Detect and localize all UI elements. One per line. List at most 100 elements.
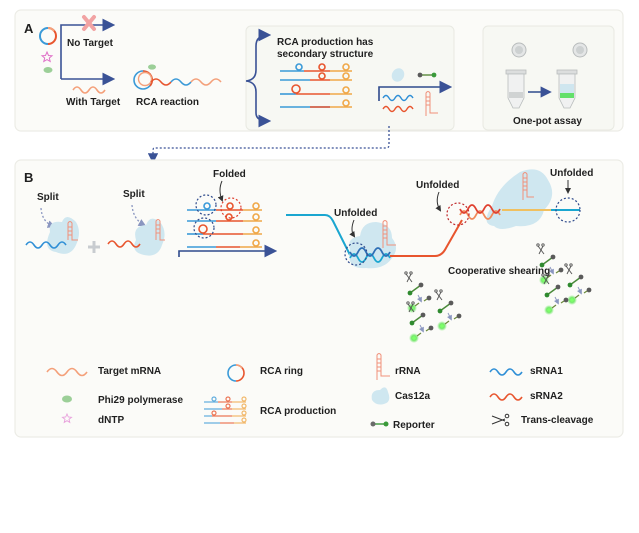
legend-cas12a: Cas12a (395, 391, 430, 402)
dashed-connector (147, 126, 390, 164)
legend-dntp-icon (61, 412, 73, 424)
reporter-cleavage-groups (404, 243, 592, 343)
reporter-cleavage-unit (434, 289, 462, 331)
reporter-intact (437, 300, 454, 314)
reporter-intact (567, 274, 584, 288)
legend-rca-production-icon (204, 396, 247, 424)
legend-srna1: sRNA1 (530, 366, 563, 377)
srna1-strand (286, 214, 351, 256)
reporter-cleavage-unit (564, 263, 592, 305)
rca-production-strands (280, 63, 352, 108)
reporter-cleaved (539, 267, 564, 285)
legend-srna2: sRNA2 (530, 391, 563, 402)
split-label-1: Split (37, 192, 59, 203)
panel-b: B Split Split Folded (14, 159, 624, 438)
dntp-icon (40, 50, 54, 63)
panel-a-label: A (24, 21, 34, 36)
cleave-arrow (548, 266, 554, 275)
folded-axis-arrow (178, 244, 278, 258)
plus-icon (88, 241, 100, 253)
reporter-intact (409, 312, 426, 326)
reporter-cleavage-unit (541, 273, 569, 315)
unfolded-label-2: Unfolded (416, 180, 459, 191)
legend-target-mrna: Target mRNA (98, 366, 161, 377)
no-target-label: No Target (67, 38, 114, 49)
reporter-intact (407, 282, 424, 296)
scissors-icon (406, 301, 415, 313)
legend-reporter: Reporter (393, 420, 435, 431)
cleave-arrow (553, 296, 559, 305)
phi29-polymerase-icon (43, 67, 53, 73)
legend-srna2-icon (489, 393, 523, 401)
unfolded-label-1: Unfolded (334, 208, 377, 219)
srna1-small (382, 94, 414, 102)
folded-label: Folded (213, 169, 246, 180)
reporter-cleaved (544, 297, 569, 315)
cleave-arrow (416, 294, 422, 303)
one-pot-label: One-pot assay (513, 116, 582, 127)
cleave-arrow (576, 286, 582, 295)
panel-b-box (14, 159, 624, 438)
legend-cas12a-icon (371, 387, 390, 405)
rrna-small-icon (425, 91, 438, 116)
srna2-split (107, 240, 141, 248)
reporter-intact (544, 284, 561, 298)
panel-b-label: B (24, 170, 33, 185)
duplex-1 (349, 247, 391, 263)
legend-rca-ring: RCA ring (260, 366, 303, 377)
scissors-icon (536, 243, 545, 255)
reporter-intact (539, 254, 556, 268)
reporter-cleavage-unit (536, 243, 564, 285)
legend-reporter-icon (370, 421, 389, 427)
legend-rrna-icon (376, 353, 390, 380)
scissors-icon (564, 263, 573, 275)
legend-phi29: Phi29 polymerase (98, 395, 183, 406)
unfolded-circle-3 (555, 197, 581, 223)
split-arrow-2 (131, 204, 147, 227)
reporter-cleaved (437, 313, 462, 331)
cooperative-shearing-label: Cooperative shearing (448, 266, 550, 277)
legend-rrna: rRNA (395, 366, 421, 377)
secondary-structure-title-1: RCA production has (277, 37, 374, 48)
cas12a-split-1 (47, 217, 79, 254)
target-mrna-icon (72, 86, 106, 94)
tube-before-icon (505, 42, 527, 109)
split-label-2: Split (123, 189, 145, 200)
legend-srna1-icon (489, 368, 523, 376)
cas12a-split-2 (134, 218, 165, 256)
folded-arrow (217, 180, 224, 202)
duplex-2 (459, 204, 501, 220)
srna1-split (25, 241, 67, 249)
no-target-arrow (60, 18, 116, 79)
unfolded-arrow-1 (349, 219, 356, 238)
legend-rca-ring-icon (227, 364, 245, 382)
reporter-icon-small (417, 72, 437, 78)
cross-icon (82, 15, 96, 31)
rca-reaction-graphic (133, 64, 222, 90)
unfolded-arrow-2 (435, 191, 442, 212)
legend-trans-cleavage: Trans-cleavage (521, 415, 594, 426)
cas12a-complex-2 (486, 169, 553, 229)
unfolded-label-3: Unfolded (550, 168, 593, 179)
rrna-split-2 (155, 219, 165, 241)
scissors-icon (541, 273, 550, 285)
reporter-cleavage-unit (406, 301, 434, 343)
cleave-arrow (418, 324, 424, 333)
cas12a-small-icon (391, 68, 405, 82)
srna2-small (382, 105, 414, 113)
legend-phi29-icon (62, 395, 72, 403)
srna2-strand (390, 219, 463, 257)
legend-rca-production: RCA production (260, 406, 336, 417)
scissors-icon (434, 289, 443, 301)
unfolded-circle-1 (344, 242, 368, 266)
secondary-structure-title-2: secondary structure (277, 49, 374, 60)
rrna-split-1 (67, 221, 78, 241)
scissors-icon (404, 271, 413, 283)
unfolded-circle-2 (446, 202, 470, 226)
rca-reaction-label: RCA reaction (136, 97, 199, 108)
reporter-cleaved (567, 287, 592, 305)
cleave-arrow (446, 312, 452, 321)
folded-rca-strands (187, 202, 262, 248)
secondary-structure-box (245, 25, 455, 131)
